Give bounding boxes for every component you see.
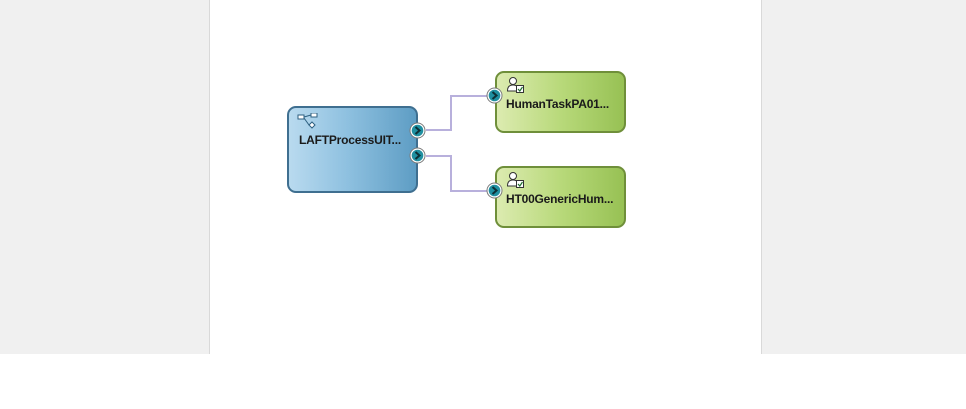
canvas-gutter-right: [761, 0, 966, 354]
process-component[interactable]: LAFTProcessUIT...: [287, 106, 418, 193]
human-task-icon: [507, 77, 524, 93]
process-component-label: LAFTProcessUIT...: [299, 133, 401, 147]
bpel-process-icon: [297, 113, 318, 129]
reference-port-1-icon[interactable]: [409, 122, 426, 139]
canvas-gutter-left: [0, 0, 210, 354]
service-port-1-icon[interactable]: [486, 87, 503, 104]
humantask-component-2[interactable]: HT00GenericHum...: [495, 166, 626, 228]
service-port-2-icon[interactable]: [486, 182, 503, 199]
humantask-component-1[interactable]: HumanTaskPA01...: [495, 71, 626, 133]
reference-port-2-icon[interactable]: [409, 147, 426, 164]
humantask-1-label: HumanTaskPA01...: [506, 97, 610, 111]
human-task-icon: [507, 172, 524, 188]
humantask-2-label: HT00GenericHum...: [506, 192, 614, 206]
